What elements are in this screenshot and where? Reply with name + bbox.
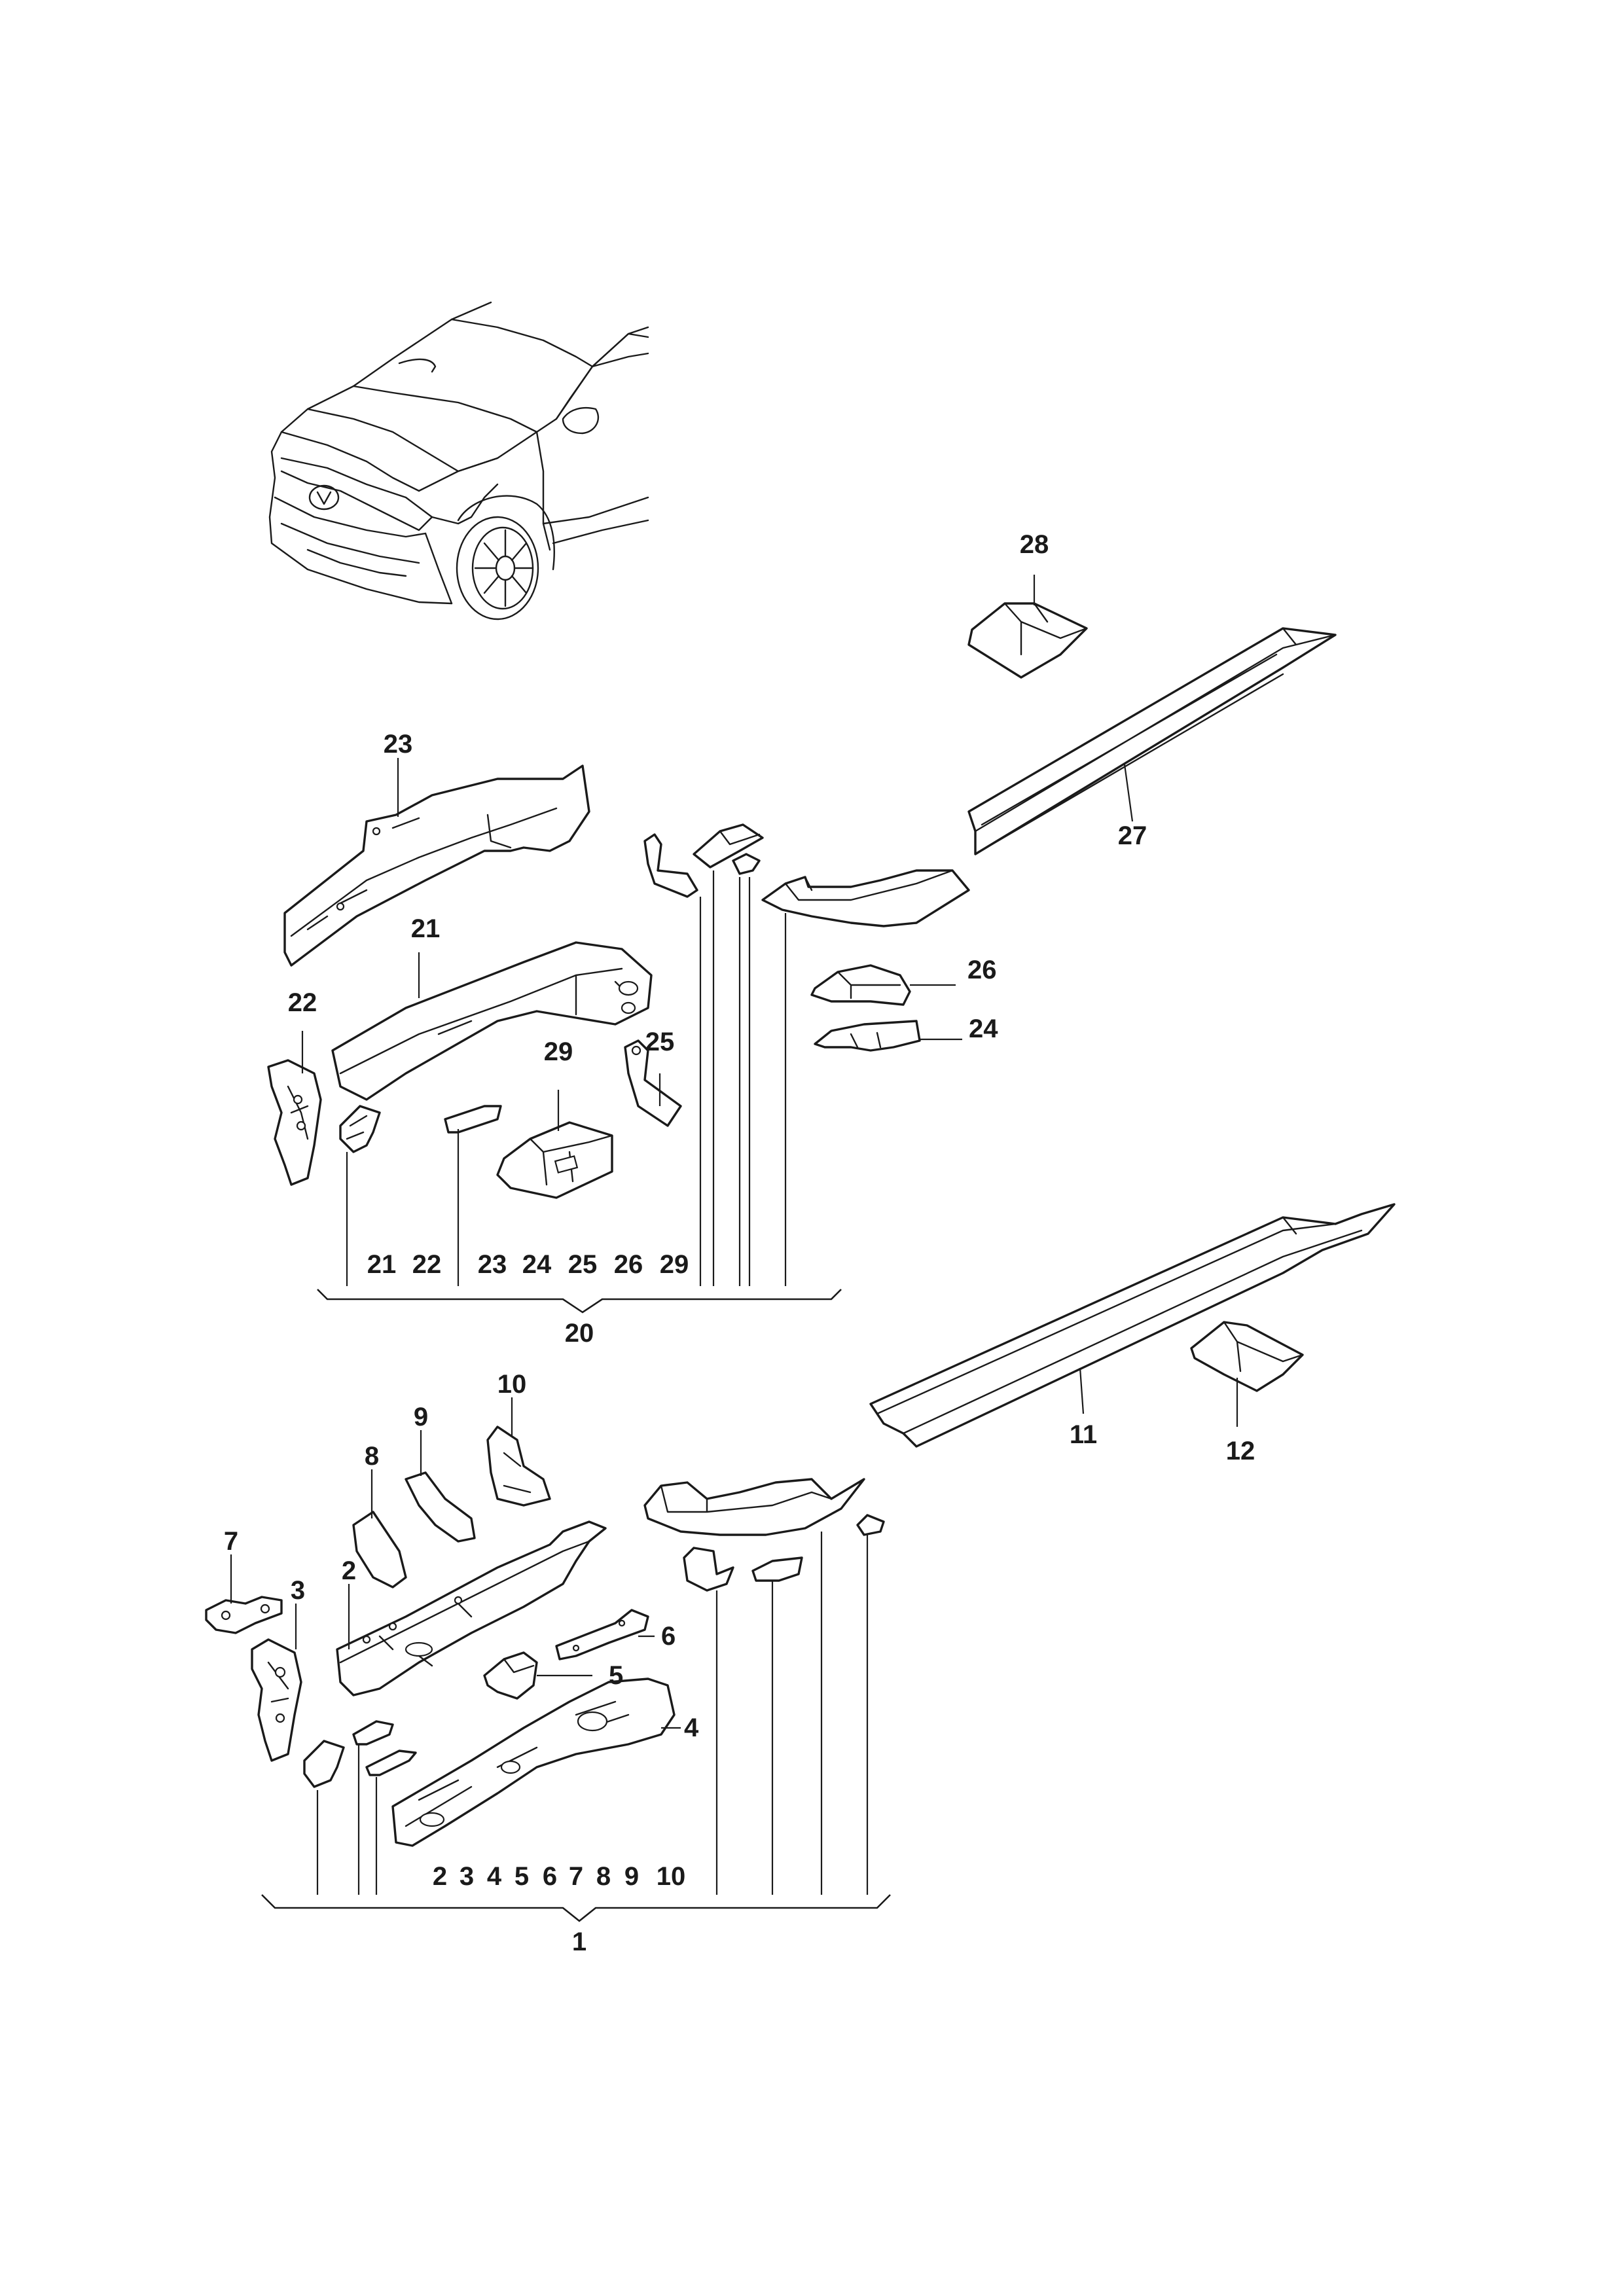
label-29: 29: [544, 1037, 573, 1066]
part-6: [555, 1609, 649, 1660]
group-1-member-5: 5: [514, 1862, 529, 1891]
part-23: [283, 764, 590, 967]
part-20-small-c: [732, 853, 761, 875]
label-28: 28: [1020, 530, 1049, 559]
group-20-member-26: 26: [614, 1250, 643, 1279]
label-10: 10: [497, 1370, 527, 1399]
label-12: 12: [1226, 1437, 1255, 1465]
group-20-member-22: 22: [412, 1250, 442, 1279]
part-2: [336, 1520, 607, 1696]
group-1-brace: [261, 1894, 891, 1922]
part-11: [869, 1203, 1396, 1448]
label-5: 5: [609, 1661, 623, 1690]
part-10: [486, 1426, 551, 1507]
label-4: 4: [684, 1713, 699, 1742]
label-9: 9: [414, 1403, 428, 1431]
part-21: [331, 941, 653, 1101]
part-1-bracket-a: [683, 1547, 734, 1592]
group-20-brace: [317, 1289, 842, 1314]
label-7: 7: [224, 1527, 238, 1556]
part-1-bracket-b: [751, 1556, 803, 1582]
part-21-cup: [339, 1105, 381, 1153]
part-29: [496, 1121, 613, 1199]
group-1-member-10: 10: [657, 1862, 686, 1891]
label-22: 22: [288, 988, 317, 1017]
part-1-cup: [303, 1740, 345, 1788]
group-1-member-9: 9: [624, 1862, 639, 1891]
part-12: [1190, 1321, 1304, 1392]
group-1-member-2: 2: [433, 1862, 447, 1891]
group-20-member-24: 24: [522, 1250, 552, 1279]
vehicle-overview-illustration: [268, 301, 649, 620]
label-3: 3: [291, 1576, 305, 1605]
part-20-small-b: [693, 823, 764, 869]
label-23: 23: [384, 730, 413, 759]
part-20-small-a: [643, 833, 698, 898]
part-27: [967, 627, 1337, 855]
label-25: 25: [645, 1028, 675, 1056]
label-11: 11: [1070, 1420, 1097, 1449]
group-1-member-7: 7: [569, 1862, 583, 1891]
part-28: [967, 602, 1088, 679]
part-1-clip-b: [856, 1514, 885, 1536]
part-22-strip: [444, 1105, 502, 1134]
part-22: [267, 1059, 322, 1186]
label-2: 2: [342, 1556, 356, 1585]
group-20-member-29: 29: [660, 1250, 689, 1279]
part-1-floor-panel: [643, 1478, 865, 1536]
group-1-leaders: [316, 1532, 869, 1895]
part-3: [251, 1638, 302, 1762]
label-1: 1: [572, 1928, 586, 1956]
part-4: [391, 1677, 676, 1847]
group-20-member-21: 21: [367, 1250, 397, 1279]
part-26: [810, 964, 911, 1006]
group-1-member-6: 6: [543, 1862, 557, 1891]
label-21: 21: [411, 914, 441, 943]
label-20: 20: [565, 1319, 594, 1348]
group-1-member-4: 4: [487, 1862, 502, 1891]
part-1-strip: [365, 1749, 417, 1776]
group-1-member-8: 8: [596, 1862, 611, 1891]
part-20-bracket-large: [761, 869, 970, 927]
label-8: 8: [365, 1442, 379, 1471]
label-27: 27: [1118, 821, 1147, 850]
group-1-member-3: 3: [460, 1862, 474, 1891]
part-1-clip: [352, 1720, 394, 1746]
label-24: 24: [969, 1014, 998, 1043]
part-25: [624, 1039, 682, 1127]
part-labels: 28 23 27 21 26 22 24 25 29 21 22 23 24 2…: [224, 530, 1255, 1956]
label-6: 6: [661, 1622, 676, 1651]
part-7: [205, 1596, 283, 1634]
group-20-member-23: 23: [478, 1250, 507, 1279]
part-5: [483, 1651, 538, 1700]
label-26: 26: [967, 956, 997, 984]
part-8: [352, 1511, 407, 1588]
group-20-leaders: [346, 870, 787, 1286]
group-20-member-25: 25: [568, 1250, 598, 1279]
part-9: [405, 1471, 476, 1543]
part-24: [814, 1020, 921, 1052]
